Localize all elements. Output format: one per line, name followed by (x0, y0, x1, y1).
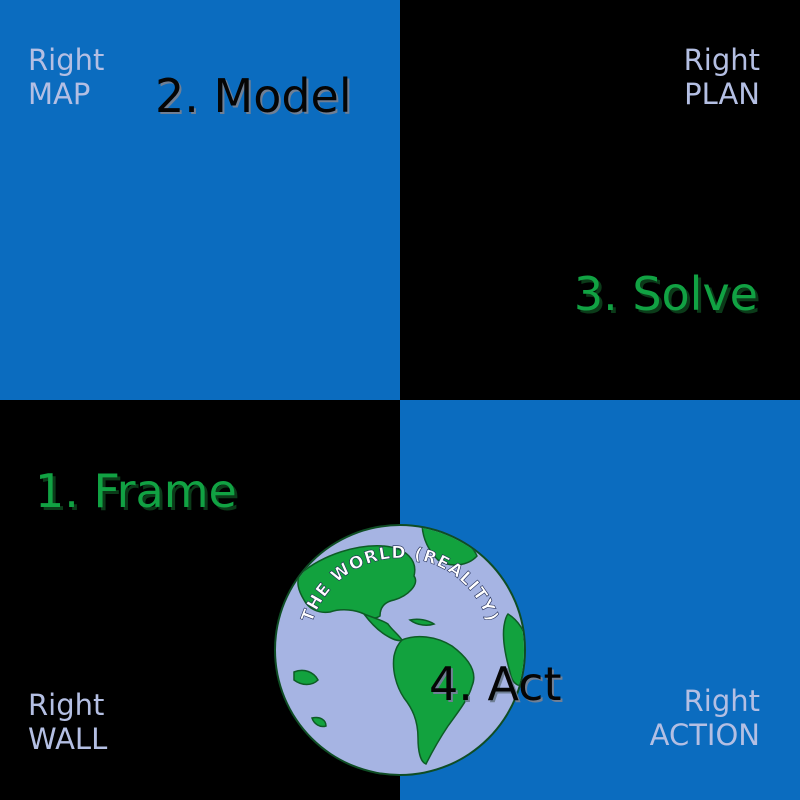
corner-label-wall-line1: Right (28, 688, 105, 722)
corner-label-wall-line2: WALL (28, 722, 108, 756)
corner-label-action: Right ACTION (650, 684, 760, 752)
step-model: 2. Model (155, 69, 352, 123)
globe-land (293, 526, 524, 765)
step-act: 4. Act (429, 657, 562, 711)
corner-label-wall: Right WALL (28, 688, 107, 756)
corner-label-map: Right MAP (28, 43, 104, 111)
corner-label-plan: Right PLAN (684, 43, 760, 111)
step-frame: 1. Frame (35, 464, 237, 518)
quadrant-map (0, 0, 400, 400)
corner-label-plan-line2: PLAN (684, 77, 760, 111)
earth-globe-icon: THE WORLD (REALITY) (272, 522, 528, 778)
corner-label-action-line1: Right (683, 684, 760, 718)
quadrant-plan (400, 0, 800, 400)
corner-label-map-line1: Right (28, 43, 105, 77)
step-solve: 3. Solve (573, 267, 758, 321)
corner-label-plan-line1: Right (683, 43, 760, 77)
corner-label-action-line2: ACTION (649, 718, 760, 752)
corner-label-map-line2: MAP (28, 77, 91, 111)
